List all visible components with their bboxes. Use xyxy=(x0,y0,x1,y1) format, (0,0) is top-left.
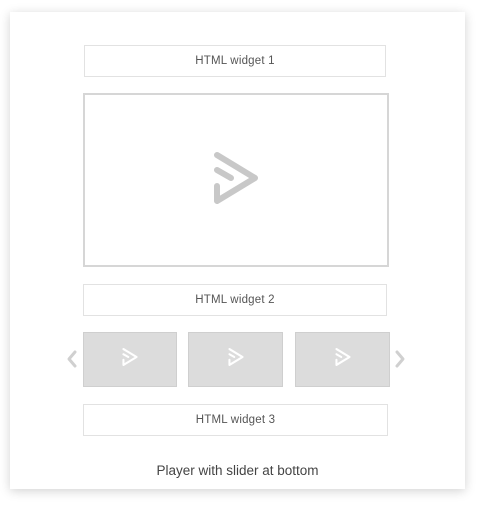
chevron-right-icon xyxy=(394,349,406,374)
html-widget-2: HTML widget 2 xyxy=(83,284,387,316)
html-widget-1-label: HTML widget 1 xyxy=(195,55,275,67)
slider-thumbnail[interactable] xyxy=(188,332,283,387)
chevron-left-icon xyxy=(66,349,78,374)
play-logo-icon xyxy=(227,347,245,372)
play-logo-icon xyxy=(334,347,352,372)
embed-caption: Player with slider at bottom xyxy=(156,463,319,478)
slider-thumbnail[interactable] xyxy=(295,332,390,387)
embed-card: HTML widget 1 HTML widget 2 xyxy=(10,12,465,489)
html-widget-2-label: HTML widget 2 xyxy=(195,294,275,306)
video-player[interactable] xyxy=(83,93,389,267)
play-logo-icon xyxy=(211,149,261,212)
html-widget-3-label: HTML widget 3 xyxy=(195,414,276,426)
play-logo-icon xyxy=(121,347,139,372)
slider-thumbnail[interactable] xyxy=(83,332,177,387)
html-widget-1: HTML widget 1 xyxy=(84,45,386,77)
html-widget-3: HTML widget 3 xyxy=(83,404,388,436)
slider-prev-button[interactable] xyxy=(65,349,79,373)
slider-next-button[interactable] xyxy=(393,349,407,373)
